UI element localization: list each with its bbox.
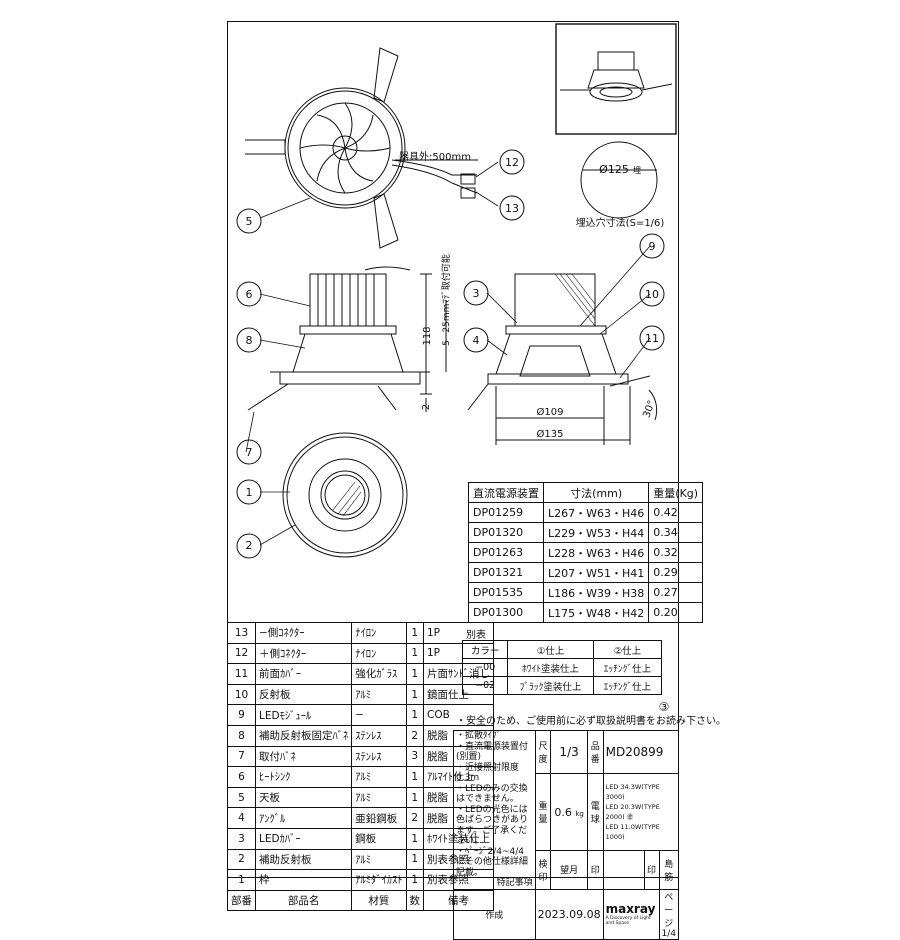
cutout-dim: Ø125 [599,163,629,176]
dim-135: Ø135 [537,428,564,440]
dim-109: Ø109 [537,406,564,418]
side-view-right [467,273,658,445]
safety-note: ・安全のため、ご使用前に必ず取扱説明書をお読み下さい。 [456,716,726,727]
callout-4: 4 [473,334,480,347]
callout-12: 12 [505,156,519,169]
callout-8: 8 [246,334,253,347]
callout-3: 3 [473,287,480,300]
perspective-view [560,51,673,102]
cutout-dim-suffix: 埋 [633,165,641,175]
front-view [282,432,408,558]
weight-value: 0.6 [554,805,572,819]
callout-10: 10 [645,288,659,301]
callout-1: 1 [246,486,253,499]
callout-6: 6 [246,288,253,301]
cutout-caption: 埋込穴寸法(S=1/6) [576,216,665,229]
lamp-specs: LED 34.3W(TYPE 3000) LED 20.3W(TYPE 2000… [602,773,680,852]
dim-2: 2 [421,404,432,410]
cable-length-label: 器具外:500mm [399,151,471,163]
callout-5: 5 [246,215,253,228]
brand-logo: maxray A Discovery of Light and Space [602,888,660,940]
side-view-left [247,266,447,412]
spec-header: 寸法(mm) [542,482,650,503]
spec-header: 重量(Kg) [648,482,704,503]
angle-30: 30° [641,399,657,419]
callout-7: 7 [246,446,253,459]
callout-9: 9 [649,240,656,253]
callout-13: 13 [505,202,519,215]
callout-2: 2 [246,539,253,552]
height-118: 118 [422,326,433,345]
technical-drawing: 2 1 3 4 5 6 7 8 9 10 11 12 13 器具外:500mm … [236,23,677,714]
spec-header: 直流電源装置 [468,482,544,503]
scale: 1/3 [550,729,588,775]
title-block: ・拡散ﾀｲﾌﾟ ・直流電源装置付(別置) ・近接照射限度0.3m ・LEDのみの… [453,729,680,940]
callout-11: 11 [645,332,659,345]
cutout-view [580,141,658,219]
top-view [245,47,478,249]
revision-mark: ③ [659,700,670,714]
date: 2023.09.08 [534,888,604,940]
part-number: MD20899 [602,729,680,775]
notes-cell: ・拡散ﾀｲﾌﾟ ・直流電源装置付(別置) ・近接照射限度0.3m ・LEDのみの… [453,730,536,890]
ceiling-range: 5~25mmﾏﾃﾞ取付可能 [440,254,452,346]
